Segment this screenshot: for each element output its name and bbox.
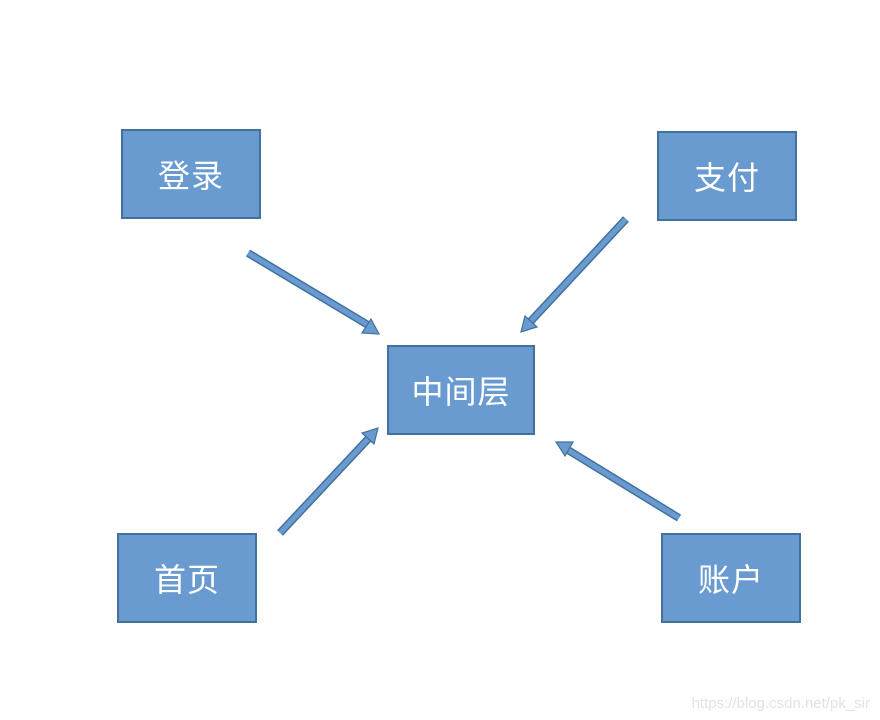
arrow-account-to-middle — [554, 441, 682, 522]
arrow-login-to-middle — [245, 249, 381, 335]
node-middle-label: 中间层 — [411, 373, 511, 411]
node-account: 账户 — [661, 533, 801, 623]
node-login: 登录 — [121, 129, 261, 219]
arrow-home-to-middle — [277, 427, 379, 536]
node-home-label: 首页 — [153, 561, 220, 599]
node-home: 首页 — [117, 533, 257, 623]
node-middle-layer: 中间层 — [387, 345, 535, 435]
arrow-pay-to-middle — [520, 216, 629, 333]
node-pay-label: 支付 — [693, 159, 760, 197]
node-pay: 支付 — [657, 131, 797, 221]
node-account-label: 账户 — [697, 561, 764, 599]
watermark: https://blog.csdn.net/pk_sir — [691, 695, 870, 712]
node-login-label: 登录 — [157, 157, 224, 195]
